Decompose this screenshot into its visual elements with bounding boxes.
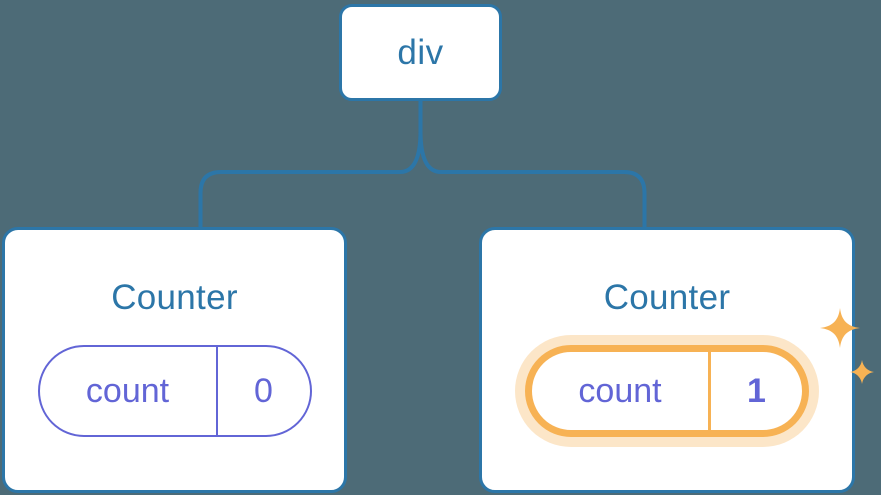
state-pill-wrapper: count 1 xyxy=(525,308,874,437)
state-pill-highlighted[interactable]: count 1 xyxy=(525,345,809,437)
root-node-div[interactable]: div xyxy=(339,4,502,101)
state-pill[interactable]: count 0 xyxy=(37,345,312,437)
state-pill-wrapper: count 0 xyxy=(37,345,312,437)
state-key: count xyxy=(85,372,170,410)
state-key: count xyxy=(578,372,662,410)
component-card-counter-left[interactable]: Counter count 0 xyxy=(2,227,347,493)
state-value: 1 xyxy=(708,352,802,430)
sparkle-icon xyxy=(819,307,861,349)
component-title: Counter xyxy=(603,278,731,317)
component-card-counter-right[interactable]: Counter count 1 xyxy=(479,227,874,493)
component-title: Counter xyxy=(111,278,238,317)
root-node-label: div xyxy=(397,33,444,72)
state-value: 0 xyxy=(215,347,310,435)
